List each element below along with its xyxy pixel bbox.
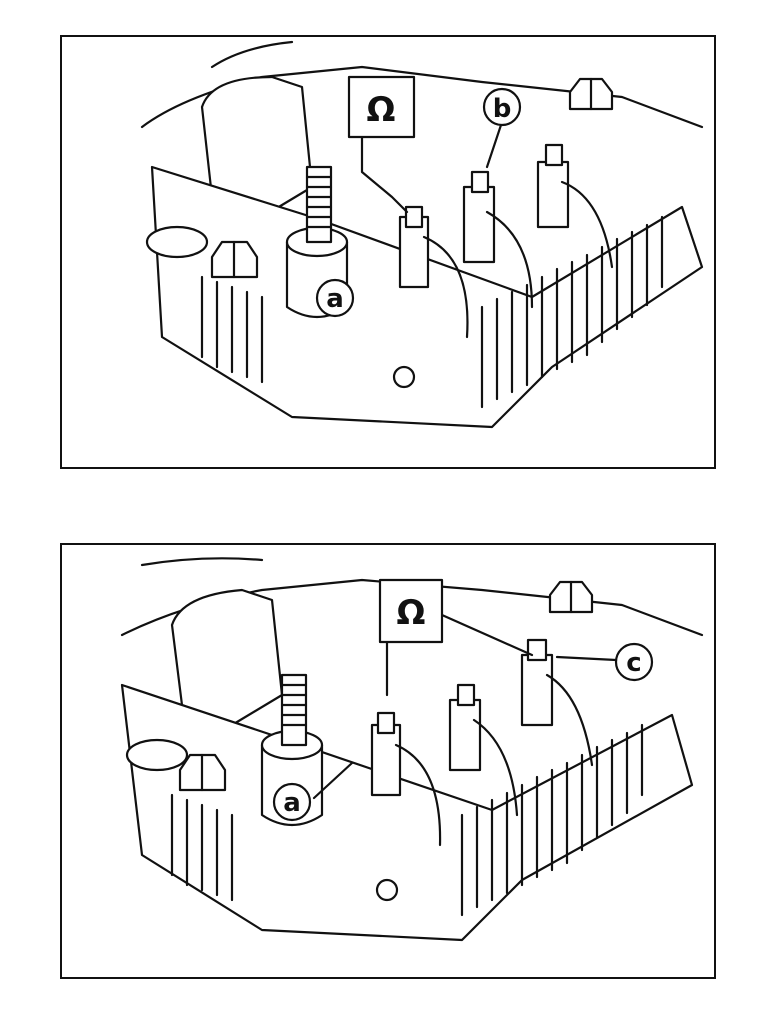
label-a-circle — [272, 782, 312, 822]
heat-sink-fins — [200, 215, 664, 409]
label-a: a — [326, 284, 344, 314]
diode-pins — [398, 143, 614, 339]
label-a: a — [283, 788, 301, 818]
diode-pins — [370, 638, 594, 847]
mounting-hole — [125, 738, 189, 772]
nut-small — [375, 878, 399, 902]
label-c: c — [626, 648, 641, 678]
label-c-circle — [614, 642, 654, 682]
nut-right — [568, 77, 614, 111]
rectifier-diagram-bottom: Ω c a — [120, 557, 704, 942]
figure-bottom-panel: Ω c a — [60, 543, 716, 979]
nut-left — [178, 753, 227, 792]
heat-sink-fins — [170, 723, 644, 917]
ohm-symbol: Ω — [397, 593, 426, 633]
rectifier-diagram-top: Ω b a — [140, 40, 704, 429]
leader-c — [555, 655, 618, 662]
label-b: b — [493, 94, 512, 124]
ohm-symbol: Ω — [367, 90, 396, 130]
probe-lead-c — [440, 613, 534, 657]
probe-lead-b — [485, 120, 504, 169]
ohmmeter-box — [378, 578, 444, 644]
nut-right — [548, 580, 594, 614]
terminal-stud — [285, 165, 349, 318]
nut-small — [392, 365, 416, 389]
nut-left — [210, 240, 259, 279]
ohmmeter-box — [347, 75, 416, 139]
probe-lead-a — [360, 120, 409, 214]
figure-top-panel: Ω b a — [60, 35, 716, 469]
mounting-hole — [145, 225, 209, 259]
label-a-circle — [315, 278, 355, 318]
label-b-circle — [482, 87, 522, 127]
leader-a — [312, 761, 354, 800]
